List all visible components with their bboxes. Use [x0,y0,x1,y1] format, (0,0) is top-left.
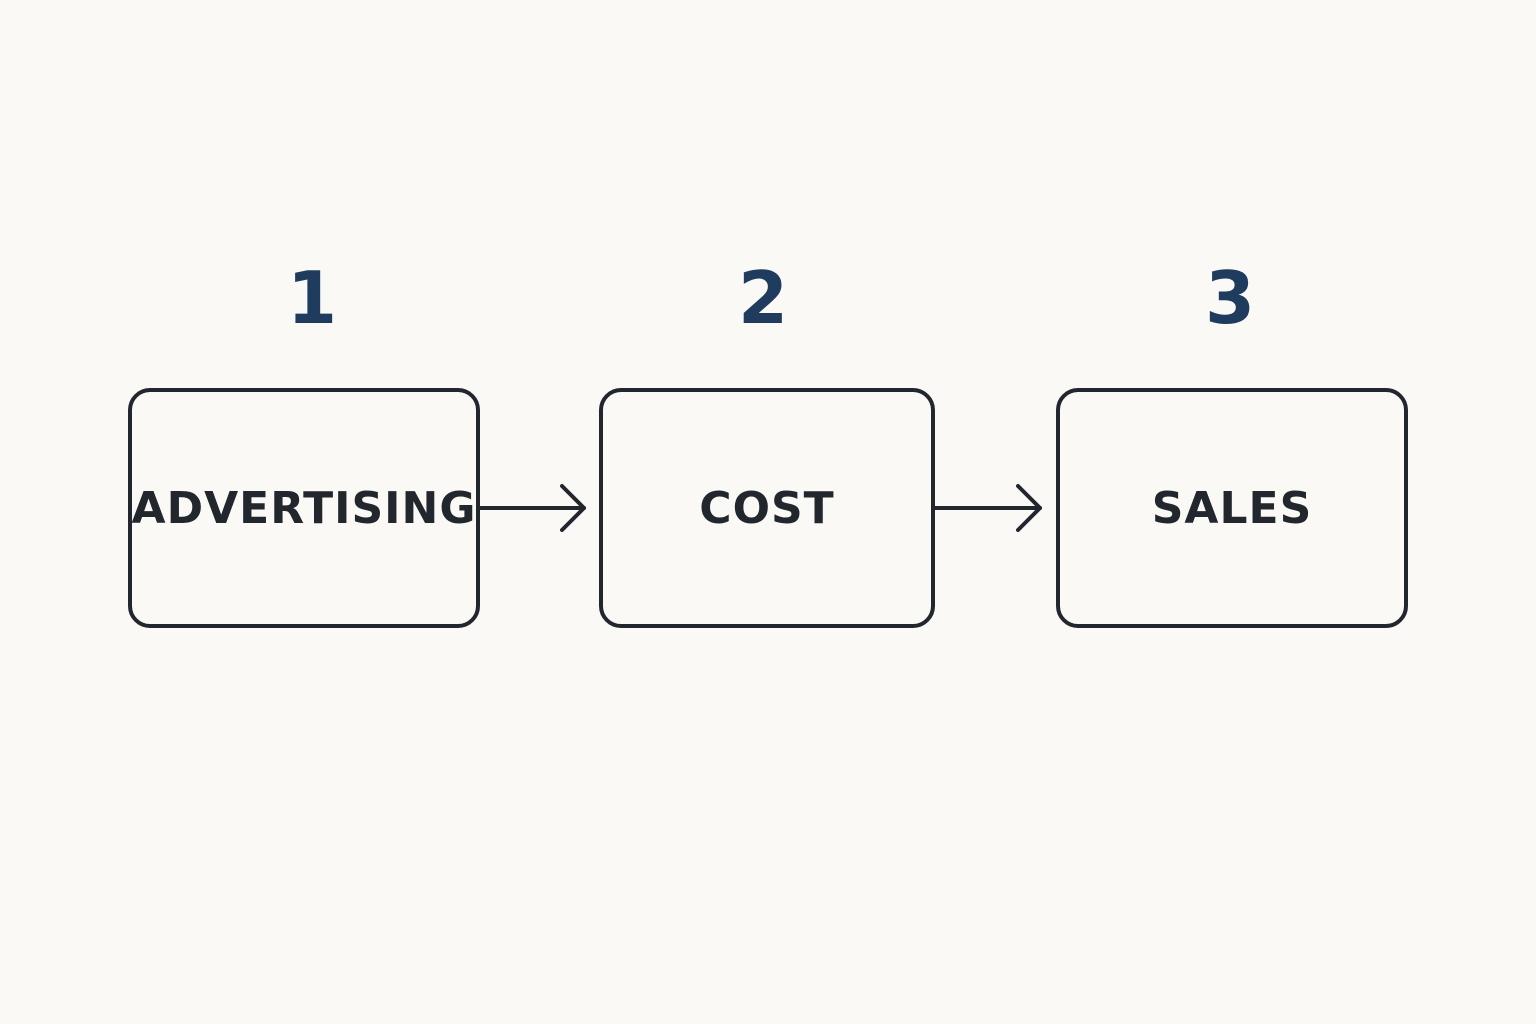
step-label-sales: SALES [1151,482,1313,534]
step-number-3: 3 [1204,256,1256,340]
step-number-2: 2 [737,256,789,340]
step-box-advertising: ADVERTISING [128,388,480,628]
step-number-1: 1 [286,256,338,340]
step-label-cost: COST [699,482,835,534]
step-box-cost: COST [599,388,935,628]
arrow-right-icon [478,484,586,532]
arrow-right-icon [933,484,1042,532]
step-box-sales: SALES [1056,388,1408,628]
step-label-advertising: ADVERTISING [131,482,477,534]
